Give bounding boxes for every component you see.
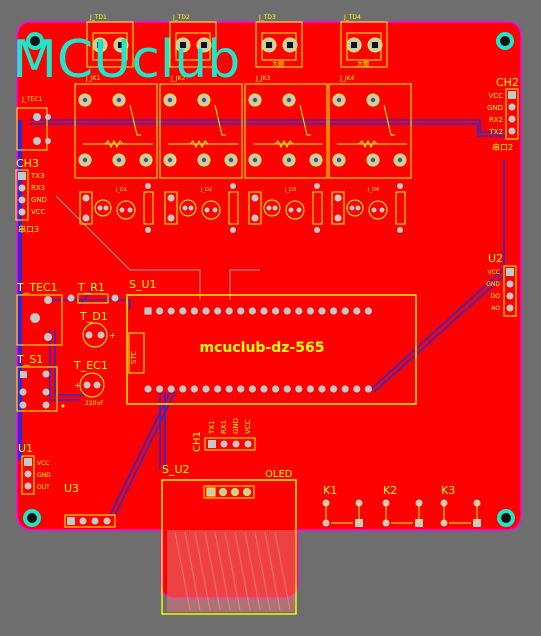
ch2-pin-label: TX2 [488, 128, 503, 136]
relay-module[interactable]: J_JK4 [328, 75, 412, 179]
u2-label: U2 [488, 252, 503, 265]
relay-module[interactable]: J_JK2 [159, 75, 243, 179]
mount-holes [23, 32, 515, 527]
relay-module[interactable]: J_JK3 [244, 75, 328, 179]
t-d1-label: T_D1 [79, 310, 108, 323]
terminal-label: J_TD2 [172, 14, 190, 21]
relay-label: J_JK4 [339, 75, 354, 82]
key-label: K3 [441, 484, 455, 497]
sensor-label: J_D2 [200, 187, 212, 193]
terminal-label: J_TD3 [258, 14, 276, 21]
ch3-sub-label: 串口3 [18, 225, 39, 234]
sensor-row: J_D1 J_D2 J_D3 J_D4 [79, 183, 406, 233]
relay-module[interactable]: J_JK1 [74, 75, 158, 179]
ch1-label: CH1 [192, 431, 203, 452]
terminal-sub-label: 大棚 [272, 60, 284, 68]
oled-label: OLED [265, 469, 293, 480]
ch2-label: CH2 [496, 76, 519, 89]
ch3-pin-label: GND [31, 196, 47, 204]
t-tec1-label: T_TEC1 [16, 281, 58, 294]
terminal-sub-label: 大棚 [357, 60, 369, 68]
terminal-label: J_TD4 [343, 14, 361, 21]
top-connectors: J_TD1 J_TD2 J_TD3 大棚 J_TD4 大棚 [86, 14, 388, 68]
ch2-pin-label: VCC [488, 92, 503, 100]
sensor-group[interactable]: J_D4 [331, 183, 406, 233]
relay-label: J_JK3 [255, 75, 270, 82]
ch2-sub-label: 串口2 [492, 143, 513, 152]
relay-label: J_JK2 [170, 75, 185, 82]
mcu-module[interactable]: mcuclub-dz-565 S_U1 STC [126, 278, 417, 405]
ch3-pin-label: TX3 [30, 172, 45, 180]
u1-header[interactable]: U1 VCC GND OUT [18, 442, 51, 495]
ch1-header[interactable]: CH1 TX1 RX1 GND VCC [192, 418, 256, 452]
u2-pin-label: GND [486, 281, 500, 288]
t-s1-switch[interactable]: T_S1 [16, 353, 65, 412]
terminal-block[interactable]: J_TD1 [86, 14, 134, 68]
key-label: K2 [383, 484, 397, 497]
sensor-group[interactable]: J_D1 [79, 183, 154, 233]
t-ec1-label: T_EC1 [73, 359, 108, 372]
sensor-group[interactable]: J_D3 [248, 183, 323, 233]
u2-pin-label: AO [491, 305, 500, 312]
terminal-block[interactable]: J_TD2 [169, 14, 217, 68]
u1-pin-label: OUT [37, 484, 50, 491]
t-ec1-value: 220uF [85, 400, 104, 407]
t-r1-resistor[interactable]: T_R1 [67, 281, 119, 304]
ch3-header[interactable]: CH3 TX3 RX3 GND VCC 串口3 [15, 157, 47, 234]
t-tec1-connector[interactable]: T_TEC1 [16, 281, 63, 346]
key-button[interactable]: K2 [382, 484, 424, 527]
sensor-group[interactable]: J_D2 [164, 183, 239, 233]
j-tec1-connector[interactable]: J_TEC1 [16, 96, 51, 151]
key-button[interactable]: K1 [322, 484, 364, 527]
signal-lines [55, 195, 260, 300]
u1-label: U1 [18, 442, 33, 455]
relay-modules: J_JK1 J_JK2 J_JK3 J_JK4 [74, 75, 412, 179]
sensor-label: J_D3 [284, 187, 296, 193]
u1-pin-label: VCC [37, 460, 49, 467]
u1-pin-label: GND [37, 472, 51, 479]
terminal-block[interactable]: J_TD3 大棚 [255, 14, 303, 68]
t-s1-label: T_S1 [16, 353, 43, 366]
ch1-pin-label: GND [232, 418, 240, 434]
svg-text:+: + [74, 381, 81, 390]
relay-label: J_JK1 [85, 75, 100, 82]
svg-text:+: + [109, 331, 116, 340]
u2-sensor-header[interactable]: U2 VCC GND DO AO [486, 252, 517, 317]
oled-module[interactable]: OLED S_U2 [161, 463, 297, 615]
key-label: K1 [323, 484, 337, 497]
t-d1-led[interactable]: T_D1 + [79, 310, 116, 348]
ch2-pin-label: RX2 [489, 116, 503, 124]
u3-label: U3 [64, 482, 79, 495]
t-r1-label: T_R1 [77, 281, 105, 294]
sensor-label: J_D4 [367, 187, 379, 193]
ch1-pin-label: TX1 [208, 420, 216, 435]
terminal-block[interactable]: J_TD4 大棚 [340, 14, 388, 68]
ch3-pin-label: VCC [31, 208, 46, 216]
u2-pin-label: VCC [488, 269, 500, 276]
key-button[interactable]: K3 [440, 484, 482, 527]
u2-pin-label: DO [491, 293, 501, 300]
key-buttons: K1 K2 K3 [322, 484, 482, 527]
t-ec1-capacitor[interactable]: T_EC1 + 220uF [73, 359, 108, 407]
s-u2-label: S_U2 [162, 463, 190, 476]
ch3-label: CH3 [16, 157, 39, 170]
ch2-pin-label: GND [487, 104, 503, 112]
ch1-pin-label: VCC [244, 419, 252, 434]
ch1-pin-label: RX1 [220, 420, 228, 434]
ch2-header[interactable]: CH2 VCC GND RX2 TX2 串口2 [487, 76, 519, 152]
sensor-label: J_D1 [115, 187, 127, 193]
j-tec1-label: J_TEC1 [21, 96, 42, 103]
ch3-pin-label: RX3 [31, 184, 45, 192]
u3-header[interactable]: U3 [64, 482, 116, 528]
mcu-module-label: mcuclub-dz-565 [200, 340, 325, 356]
terminal-label: J_TD1 [89, 14, 107, 21]
st-box-label: STC [130, 351, 138, 364]
s-u1-label: S_U1 [129, 278, 157, 291]
watermark-text: MCUclub [12, 30, 240, 90]
